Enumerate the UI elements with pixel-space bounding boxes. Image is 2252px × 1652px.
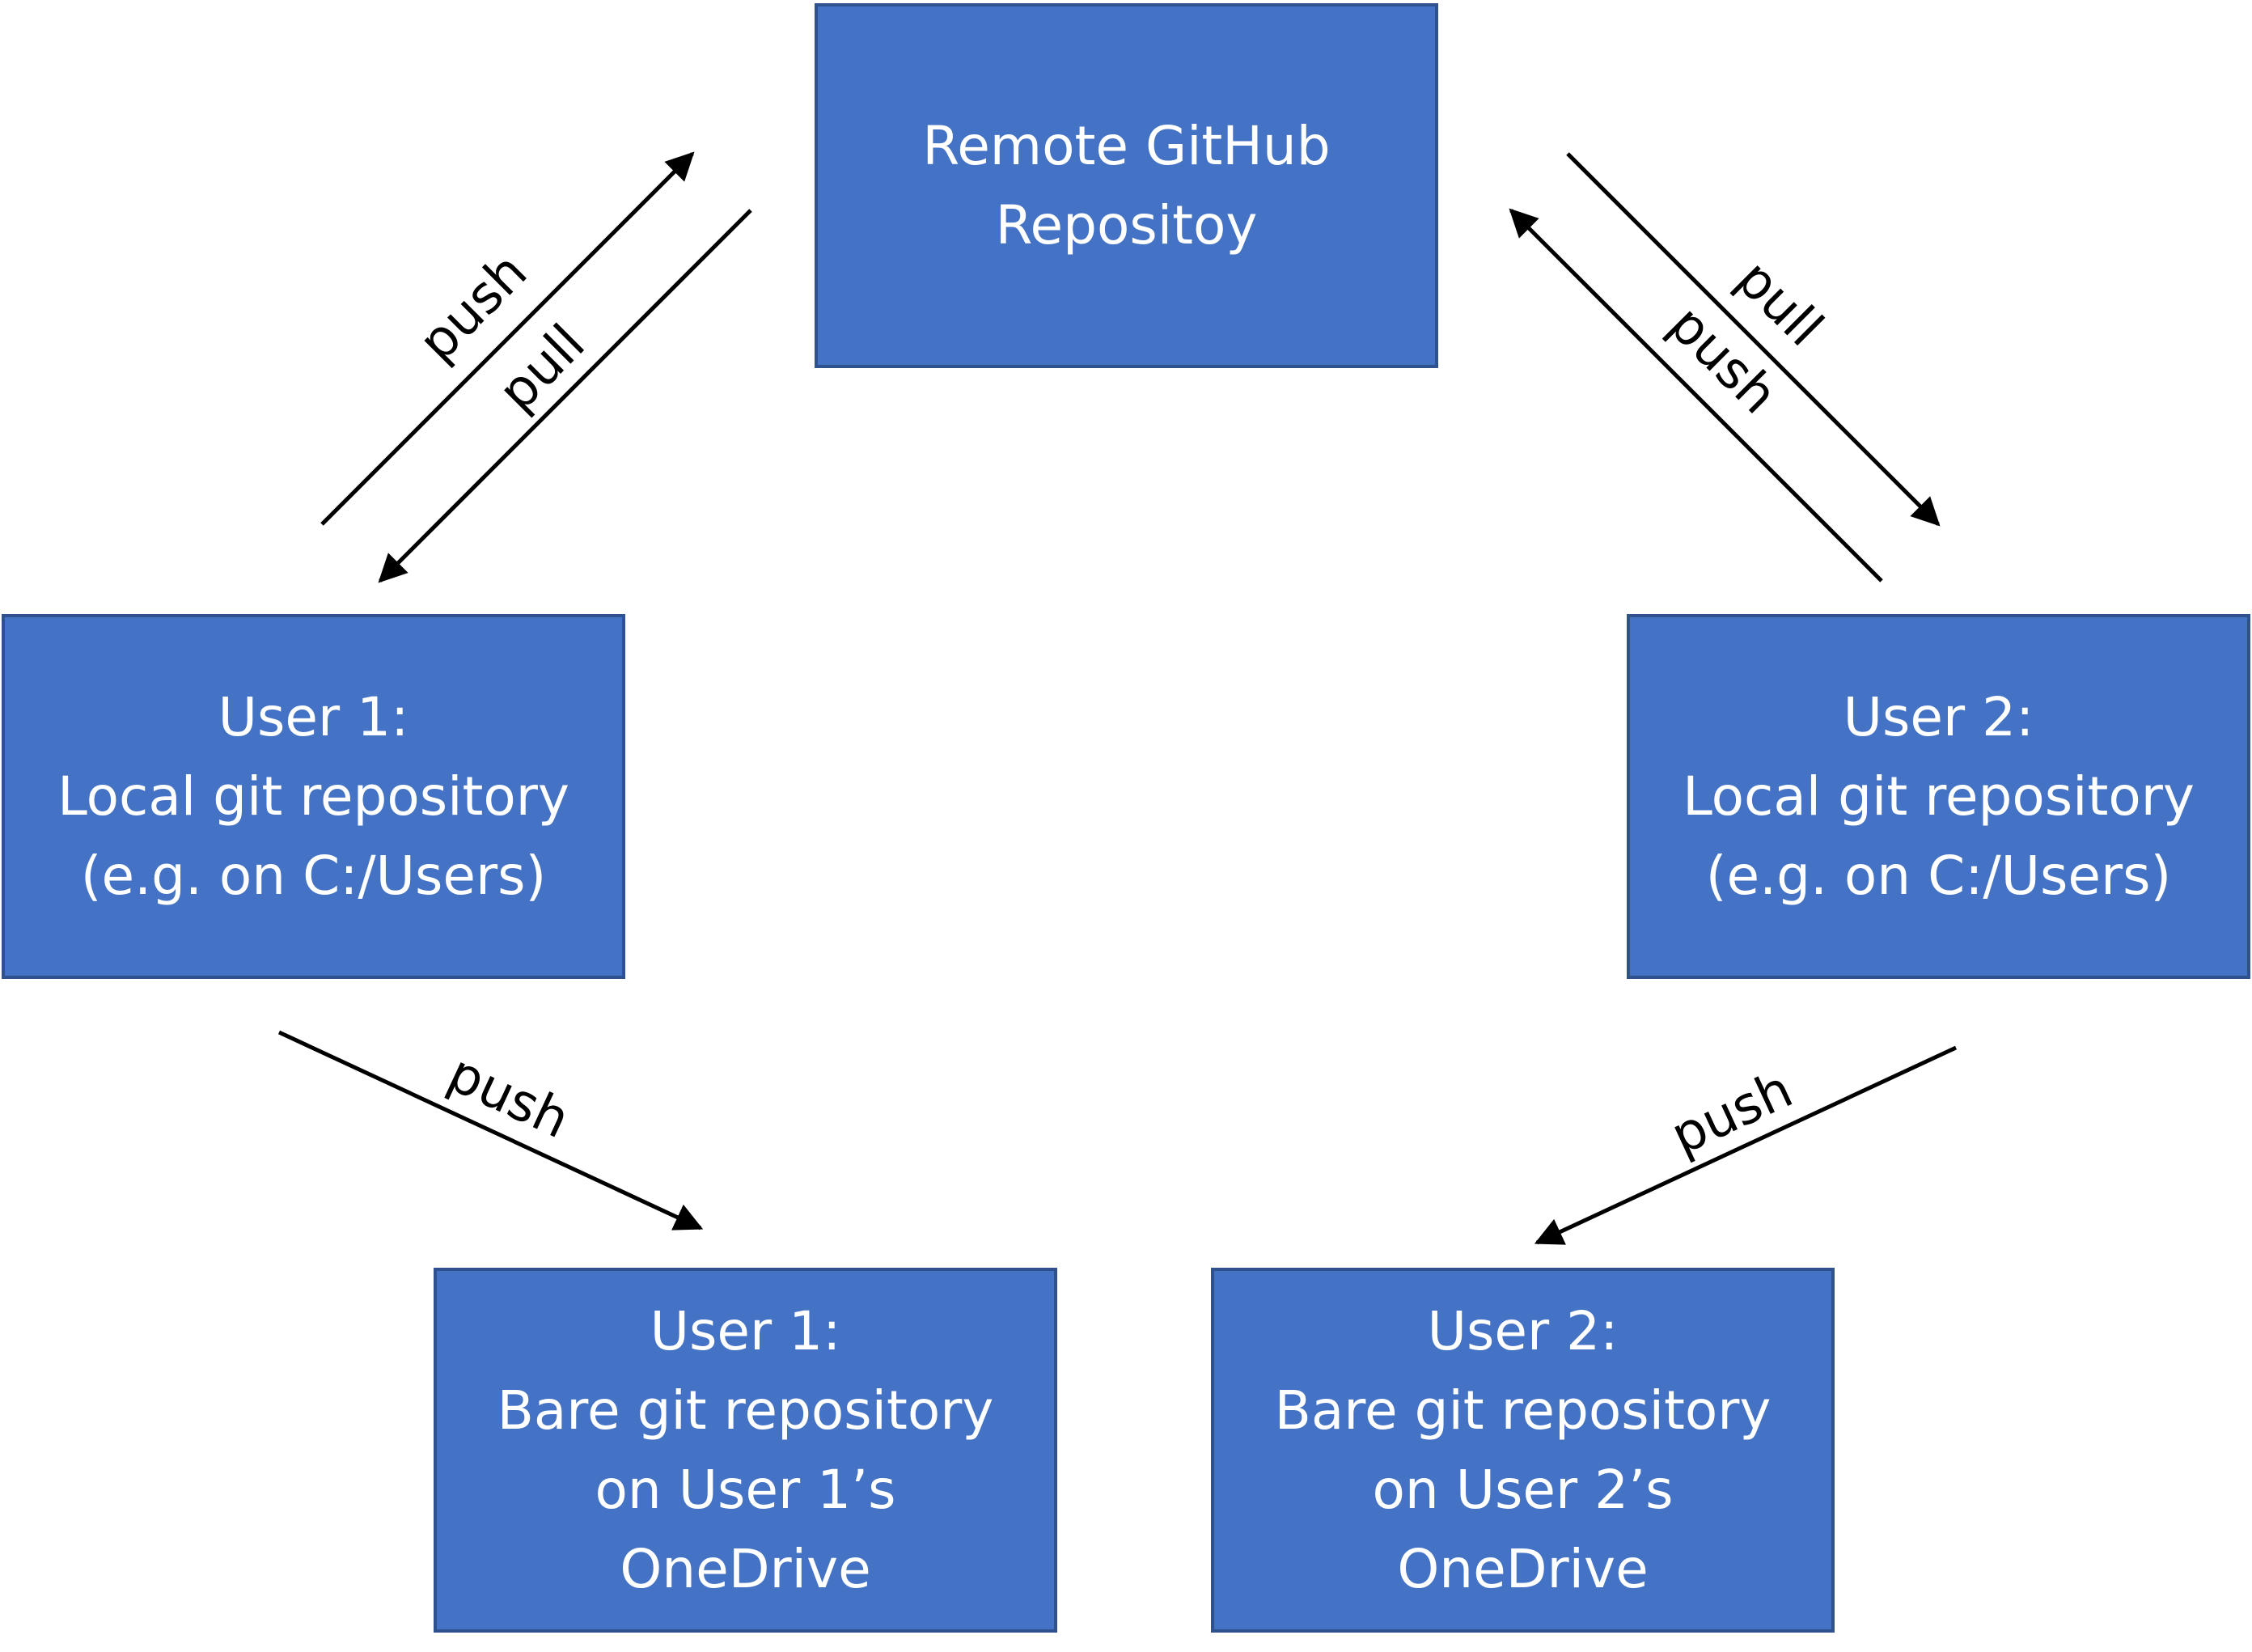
node-user2-bare-repository: User 2: Bare git repository on User 2’s … [1211, 1268, 1835, 1633]
node-line: Local git repository [57, 765, 569, 828]
edge-label-remote-pull-u1: pull [488, 314, 597, 423]
edge-remote-pull-u1 [378, 209, 752, 583]
edge-u1-push-remote [320, 151, 695, 526]
node-user1-local-repository: User 1: Local git repository (e.g. on C:… [2, 614, 625, 979]
edge-u2-push-bare [1534, 1045, 1958, 1245]
node-line: Bare git repository [497, 1379, 994, 1442]
node-line: OneDrive [620, 1537, 871, 1600]
node-line: User 2: [1427, 1299, 1619, 1362]
node-line: User 2: [1843, 685, 2034, 748]
node-user1-bare-repository: User 1: Bare git repository on User 1’s … [434, 1268, 1057, 1633]
node-line: (e.g. on C:/Users) [1705, 844, 2172, 907]
node-line: Remote GitHub [922, 114, 1331, 177]
edge-u2-push-remote [1509, 208, 1883, 582]
node-line: User 1: [218, 685, 409, 748]
edge-u1-push-bare [277, 1030, 704, 1231]
edge-remote-pull-u2 [1566, 152, 1941, 527]
node-remote-github-repository: Remote GitHub Repositoy [815, 3, 1438, 368]
node-line: on User 2’s [1372, 1458, 1674, 1521]
node-line: Repositoy [995, 193, 1258, 256]
node-line: on User 1’s [595, 1458, 896, 1521]
node-line: OneDrive [1397, 1537, 1649, 1600]
edge-label-u1-push-bare: push [439, 1044, 578, 1150]
node-line: (e.g. on C:/Users) [80, 844, 547, 907]
node-line: Bare git repository [1274, 1379, 1772, 1442]
node-line: User 1: [650, 1299, 841, 1362]
node-line: Local git repository [1683, 765, 2195, 828]
node-user2-local-repository: User 2: Local git repository (e.g. on C:… [1627, 614, 2250, 979]
